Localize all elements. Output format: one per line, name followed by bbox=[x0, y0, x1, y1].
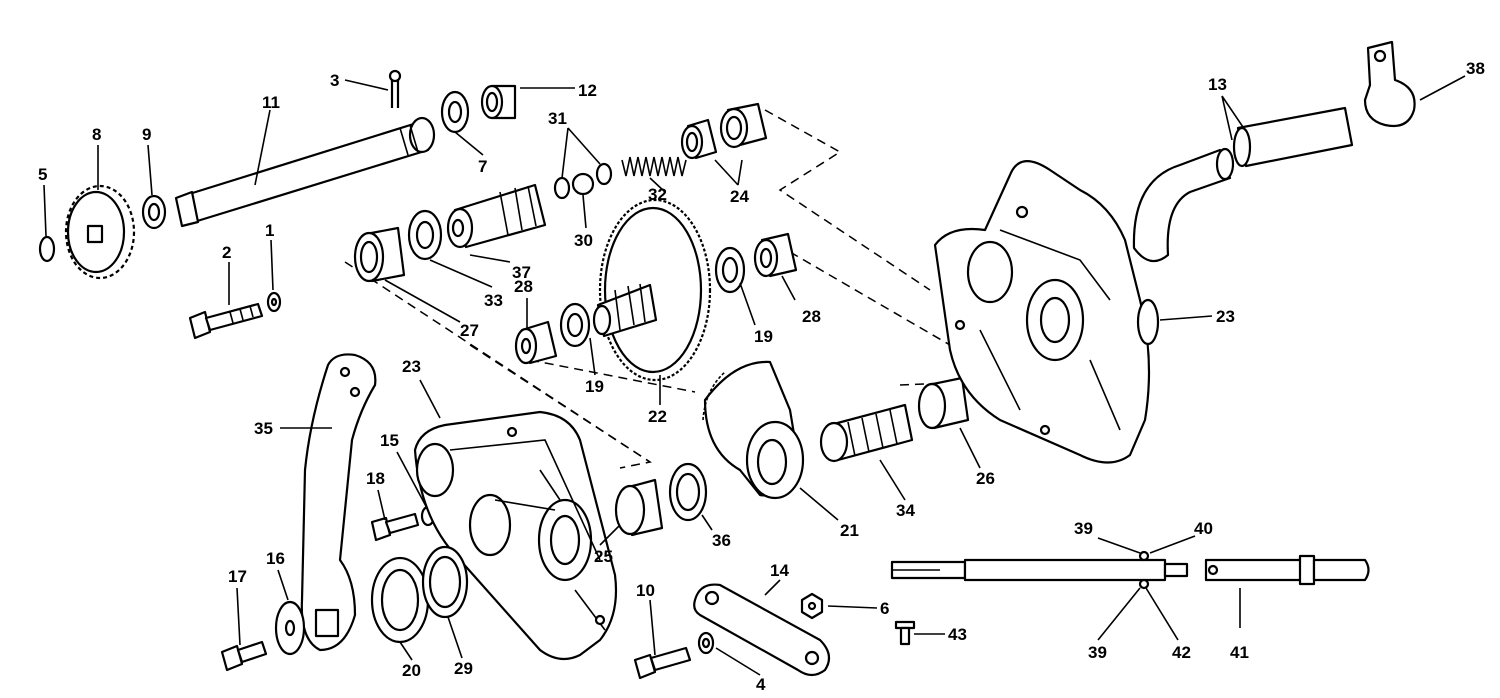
label-7: 7 bbox=[478, 157, 487, 176]
part-32-spring bbox=[621, 156, 687, 177]
part-23-housing-left bbox=[413, 410, 618, 661]
part-17-bolt bbox=[220, 640, 268, 672]
label-8: 8 bbox=[92, 125, 101, 144]
part-38-clamp bbox=[1363, 40, 1416, 128]
part-11-shaft bbox=[174, 116, 436, 228]
label-30: 30 bbox=[574, 231, 593, 250]
label-35: 35 bbox=[254, 419, 273, 438]
part-19-washer-right bbox=[714, 246, 746, 294]
label-19-right: 19 bbox=[754, 327, 773, 346]
part-5-snap-ring bbox=[38, 235, 56, 263]
part-labels: 5 8 9 11 3 12 7 31 30 32 24 2 1 27 33 37… bbox=[38, 59, 1485, 694]
part-13-hoses bbox=[1132, 106, 1354, 263]
label-37: 37 bbox=[512, 263, 531, 282]
label-33: 33 bbox=[484, 291, 503, 310]
label-12: 12 bbox=[578, 81, 597, 100]
label-39-bottom: 39 bbox=[1088, 643, 1107, 662]
label-23-left: 23 bbox=[402, 357, 421, 376]
part-10-bolt bbox=[633, 646, 692, 680]
label-15: 15 bbox=[380, 431, 399, 450]
label-2: 2 bbox=[222, 243, 231, 262]
label-39-top: 39 bbox=[1074, 519, 1093, 538]
label-31: 31 bbox=[548, 109, 567, 128]
part-35-lever-arm bbox=[300, 353, 377, 652]
label-41: 41 bbox=[1230, 643, 1249, 662]
part-20-seal bbox=[370, 556, 430, 644]
part-26-bushing bbox=[917, 376, 970, 430]
part-41-rod-end bbox=[1204, 554, 1370, 586]
part-12-bushing bbox=[480, 84, 517, 120]
part-1-washer bbox=[266, 291, 282, 313]
part-28-bushing-right bbox=[753, 232, 798, 278]
part-18-bolt bbox=[370, 512, 420, 542]
label-22: 22 bbox=[648, 407, 667, 426]
label-3: 3 bbox=[330, 71, 339, 90]
part-30-ball bbox=[571, 172, 595, 196]
part-3-cotter-pin bbox=[388, 69, 402, 108]
label-28-left: 28 bbox=[514, 277, 533, 296]
label-36: 36 bbox=[712, 531, 731, 550]
part-23-housing-right bbox=[933, 160, 1160, 464]
label-18: 18 bbox=[366, 469, 385, 488]
label-20: 20 bbox=[402, 661, 421, 680]
label-27: 27 bbox=[460, 321, 479, 340]
label-5: 5 bbox=[38, 165, 47, 184]
part-28-bushing-left bbox=[514, 320, 558, 365]
label-9: 9 bbox=[142, 125, 151, 144]
label-25: 25 bbox=[594, 547, 613, 566]
label-43: 43 bbox=[948, 625, 967, 644]
label-11: 11 bbox=[262, 93, 280, 112]
label-23-right: 23 bbox=[1216, 307, 1235, 326]
part-7-washer bbox=[440, 90, 470, 134]
label-4: 4 bbox=[756, 675, 766, 693]
part-6-nut bbox=[800, 592, 824, 620]
part-37-splined-shaft bbox=[446, 183, 547, 249]
label-19-left: 19 bbox=[585, 377, 604, 396]
label-14: 14 bbox=[770, 561, 789, 580]
label-28-right: 28 bbox=[802, 307, 821, 326]
part-27-bushing bbox=[353, 226, 406, 283]
part-43-clevis-pin bbox=[894, 620, 916, 646]
part-29-seal bbox=[421, 545, 469, 619]
part-31-rings bbox=[553, 162, 613, 200]
part-34-splined-sleeve bbox=[819, 403, 914, 463]
part-rod-assembly bbox=[890, 550, 1189, 590]
label-16: 16 bbox=[266, 549, 285, 568]
label-42: 42 bbox=[1172, 643, 1191, 662]
label-1: 1 bbox=[265, 221, 274, 240]
label-6: 6 bbox=[880, 599, 889, 618]
part-2-bolt bbox=[188, 302, 264, 340]
label-26: 26 bbox=[976, 469, 995, 488]
label-13: 13 bbox=[1208, 75, 1227, 94]
part-33-washer bbox=[407, 209, 443, 261]
part-22-large-gear bbox=[592, 198, 712, 382]
part-24-bearings bbox=[680, 102, 768, 160]
part-25-bushing bbox=[614, 478, 664, 537]
part-16-washer bbox=[274, 600, 306, 656]
label-34: 34 bbox=[896, 501, 915, 520]
part-4-washer bbox=[697, 631, 715, 655]
label-21: 21 bbox=[840, 521, 859, 540]
part-19-washer-left bbox=[559, 302, 591, 348]
label-29: 29 bbox=[454, 659, 473, 678]
leader-lines bbox=[43, 75, 1466, 676]
label-10: 10 bbox=[636, 581, 655, 600]
part-9-washer bbox=[141, 194, 167, 230]
label-40: 40 bbox=[1194, 519, 1213, 538]
part-21-sector-gear bbox=[702, 360, 805, 500]
label-38: 38 bbox=[1466, 59, 1485, 78]
label-24: 24 bbox=[730, 187, 749, 206]
part-14-link-arm bbox=[693, 583, 831, 677]
part-8-gear bbox=[64, 184, 136, 280]
label-32: 32 bbox=[648, 185, 667, 204]
part-36-washer bbox=[668, 462, 708, 522]
label-17: 17 bbox=[228, 567, 247, 586]
